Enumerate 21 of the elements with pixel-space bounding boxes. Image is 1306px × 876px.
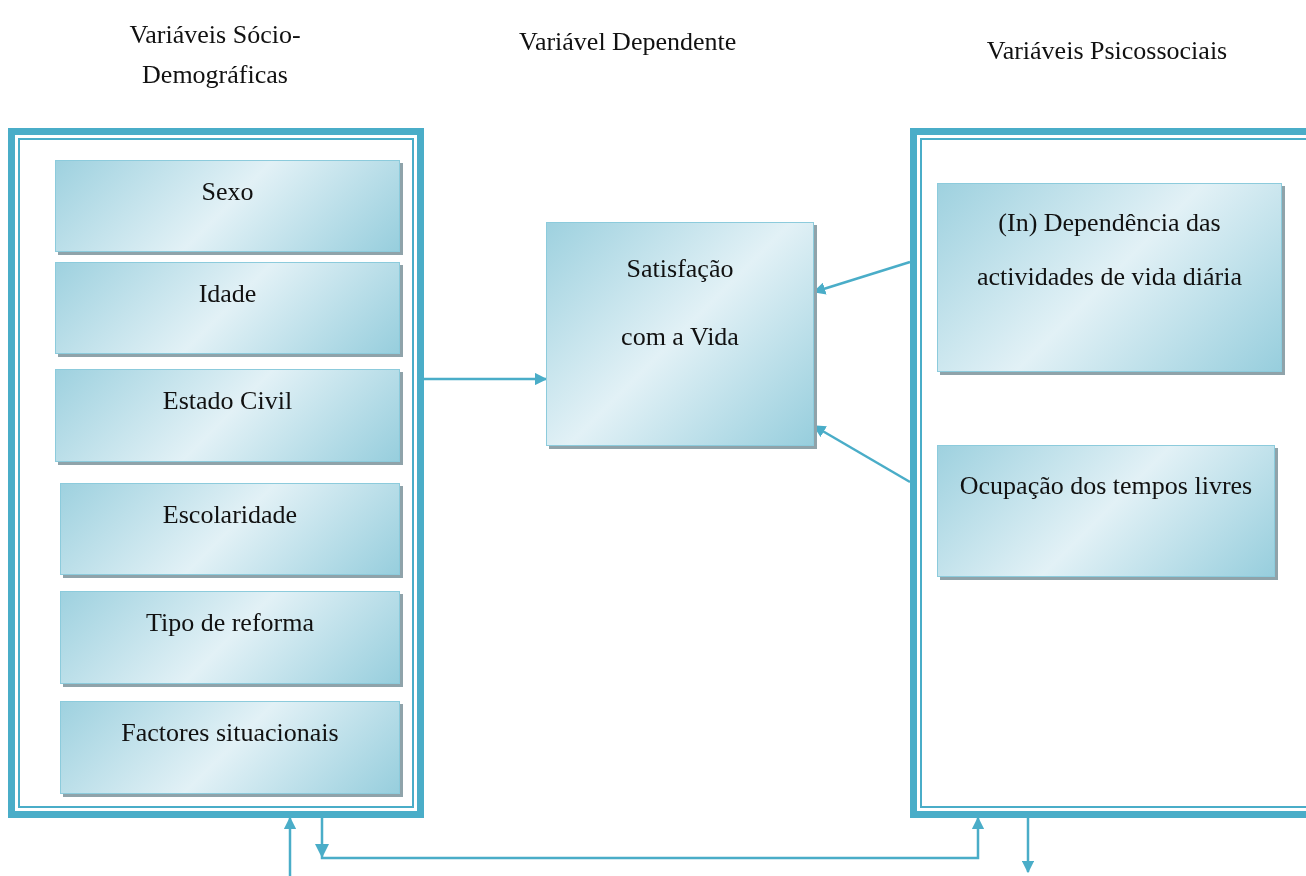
group-heading: Variáveis Sócio-Demográficas — [128, 19, 302, 91]
variable-box — [60, 591, 400, 684]
variable-text: (In) Dependência das actividades de vida diária — [976, 207, 1243, 293]
variable-box — [60, 483, 400, 575]
variable-text: Sexo — [201, 176, 254, 208]
variable-box — [60, 701, 400, 794]
variable-text: Estado Civil — [162, 385, 293, 417]
column-heading: Variável Dependente — [519, 26, 737, 58]
variable-text: Idade — [198, 278, 257, 310]
variable-box — [546, 222, 814, 446]
variable-box — [55, 160, 400, 252]
variable-text: Satisfação com a Vida — [620, 253, 740, 353]
variable-text: Ocupação dos tempos livres — [959, 470, 1253, 502]
variable-box — [937, 445, 1275, 577]
variable-box — [55, 262, 400, 354]
group-heading: Variáveis Psicossociais — [985, 35, 1229, 67]
variable-text: Tipo de reforma — [146, 607, 314, 639]
variable-text: Factores situacionais — [121, 717, 339, 749]
variable-box — [55, 369, 400, 462]
variable-box — [937, 183, 1282, 372]
variable-text: Escolaridade — [162, 499, 298, 531]
